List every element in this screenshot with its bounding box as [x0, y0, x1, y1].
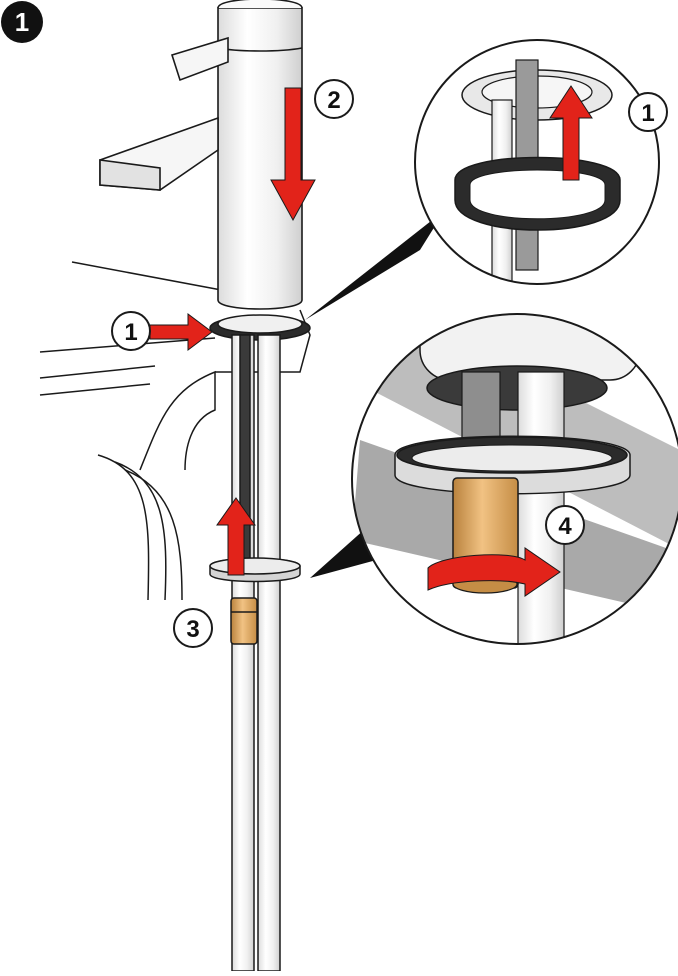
- detail-top: 1: [414, 39, 668, 285]
- arrow-turn-nut-detail: [427, 547, 561, 597]
- arrow-up-bracket: [216, 497, 256, 576]
- supply-hoses: [231, 334, 281, 972]
- detail-top-border: [414, 39, 660, 285]
- counter-edge-line: [71, 261, 233, 293]
- basin-curve-2: [114, 461, 167, 601]
- brass-nut-body: [230, 597, 258, 645]
- counter-front-line-3: [39, 383, 151, 396]
- callout-2: 2: [314, 79, 354, 119]
- callout-2-label: 2: [327, 87, 340, 114]
- step-badge-circle: [1, 1, 43, 43]
- escutcheon: [209, 314, 311, 341]
- callout-2-circle: [314, 79, 354, 119]
- step-badge: 1: [1, 1, 43, 43]
- step-number: 1: [15, 7, 29, 37]
- detail-bottom-gasket: [426, 365, 608, 411]
- arrow-down-faucet: [270, 87, 316, 222]
- basin-curve-1: [97, 454, 150, 601]
- callout-3-label: 3: [186, 616, 199, 643]
- callout-3-circle: [173, 608, 213, 648]
- callout-1-main: 1: [111, 311, 151, 351]
- arrows-main: [149, 87, 316, 576]
- detail-top-gasket-opening: [469, 169, 606, 220]
- bracket-top: [209, 557, 301, 575]
- faucet-body: [217, 7, 303, 310]
- brass-nut: [230, 597, 258, 645]
- arrow-right-escutcheon: [149, 313, 213, 351]
- faucet: [99, 0, 303, 310]
- mounting-bracket: [209, 557, 301, 583]
- counter-front-line-2: [39, 365, 156, 379]
- sink-rim: [139, 370, 216, 471]
- detail-bottom-border: [351, 313, 678, 645]
- faucet-top: [217, 0, 303, 9]
- hose-right: [257, 334, 281, 972]
- callout-1-detail-label: 1: [641, 100, 654, 127]
- escutcheon-ring: [217, 314, 303, 334]
- detail-bottom: 4: [351, 313, 678, 645]
- arrow-up-escutcheon-detail: [549, 85, 593, 181]
- zoom-leader-top: [305, 210, 445, 320]
- callout-1-detail-circle: [628, 92, 668, 132]
- callout-3: 3: [173, 608, 213, 648]
- detail-bottom-plate-top: [411, 444, 613, 472]
- faucet-spout-end: [99, 159, 161, 191]
- callout-4-label: 4: [558, 513, 572, 540]
- faucet-lever: [170, 36, 229, 82]
- callout-1-main-circle: [111, 311, 151, 351]
- callout-1-main-label: 1: [124, 319, 137, 346]
- callout-4-circle: [545, 505, 585, 545]
- basin-curve-3: [124, 469, 183, 601]
